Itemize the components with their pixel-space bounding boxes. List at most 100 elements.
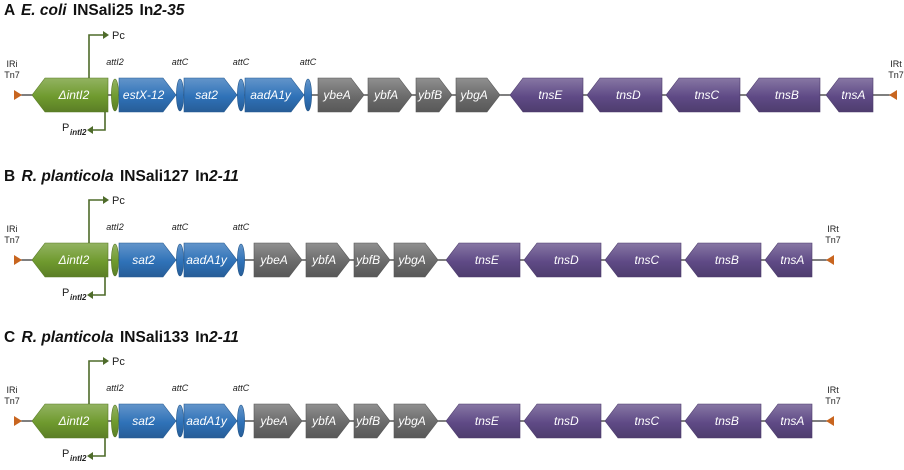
gene-label: sat2 [195, 88, 218, 102]
gene-arrow-tnsa [825, 77, 874, 113]
ir-right-marker-icon [889, 90, 897, 100]
gene-label: tnsA [780, 414, 804, 428]
gene-arrow-inti2 [31, 403, 109, 439]
gene-arrow-tnse [509, 77, 584, 113]
panel-c-map: IRiTn7IRtTn7ΔintI2attI2sat2attCaadA1yatt… [4, 356, 841, 463]
gene-arrow-sat2 [118, 242, 177, 278]
ir-left-marker-icon [14, 255, 22, 265]
panel-b-element: INSali127 [119, 168, 189, 185]
panel-b-title: B R. planticola INSali127 In2-11 [4, 168, 239, 186]
panel-c-integron-num: 2-11 [209, 329, 239, 346]
gene-arrow-ybfb [415, 77, 453, 113]
gene-label: tnsC [635, 253, 660, 267]
promoter-pinti2-arrow-icon [93, 112, 106, 131]
gene-arrow-ybfb [353, 242, 391, 278]
gene-label: sat2 [132, 414, 155, 428]
ir-right-label: IRt [827, 224, 839, 234]
panel-b-integron-num: 2-11 [209, 168, 239, 185]
gene-label: tnsE [475, 414, 500, 428]
gene-arrow-tnsd [523, 242, 602, 278]
gene-label: aadA1y [186, 414, 228, 428]
recombination-site-attc [176, 243, 184, 277]
gene-label: tnsE [538, 88, 563, 102]
gene-arrow-tnsb [684, 242, 762, 278]
recombination-site-attc [237, 78, 245, 112]
gene-label: ybfA [311, 414, 336, 428]
gene-label: aadA1y [250, 88, 292, 102]
gene-arrow-tnsa [764, 242, 813, 278]
panel-a-title: A E. coli INSali25 In2-35 [4, 2, 184, 20]
gene-arrow-aada1y [183, 403, 238, 439]
ir-left-label: IRi [7, 385, 18, 395]
promoter-pinti2-subscript: intI2 [70, 454, 87, 463]
recombination-site-attc [237, 404, 245, 438]
promoter-pinti2-arrow-icon [93, 277, 106, 296]
ir-right-transposon-label: Tn7 [888, 70, 904, 80]
promoter-pc-arrowhead-icon [103, 357, 109, 365]
promoter-pc-arrow-icon [88, 34, 103, 78]
gene-arrow-tnsb [745, 77, 821, 113]
ir-right-label: IRt [827, 385, 839, 395]
gene-arrow-sat2 [183, 77, 238, 113]
panel-a-organism: E. coli [20, 2, 67, 19]
gene-label: ΔintI2 [58, 88, 90, 102]
panel-c-title: C R. planticola INSali133 In2-11 [4, 329, 239, 347]
gene-arrow-tnse [445, 403, 521, 439]
promoter-pinti2-arrowhead-icon [87, 291, 93, 299]
site-label: attC [172, 383, 189, 393]
promoter-pc-arrow-icon [88, 199, 103, 243]
ir-left-marker-icon [14, 416, 22, 426]
promoter-pinti2-arrowhead-icon [87, 126, 93, 134]
gene-arrow-ybfa [367, 77, 413, 113]
gene-arrow-tnsc [665, 77, 741, 113]
recombination-site-atti2 [111, 404, 119, 438]
gene-arrow-sat2 [118, 403, 177, 439]
gene-label: ybfA [373, 88, 398, 102]
gene-label: tnsC [635, 414, 660, 428]
gene-label: tnsD [554, 253, 579, 267]
recombination-site-attc [237, 243, 245, 277]
gene-label: ybfB [355, 253, 380, 267]
promoter-pc-label: Pc [112, 30, 125, 42]
gene-label: ybeA [322, 88, 350, 102]
site-label: attI2 [106, 383, 124, 393]
gene-label: tnsC [695, 88, 720, 102]
promoter-pc-arrow-icon [88, 360, 103, 404]
ir-left-transposon-label: Tn7 [4, 235, 20, 245]
panel-c-element: INSali133 [119, 329, 189, 346]
ir-left-label: IRi [7, 59, 18, 69]
recombination-site-atti2 [111, 243, 119, 277]
gene-label: ΔintI2 [58, 253, 90, 267]
gene-arrow-ybfa [305, 403, 351, 439]
gene-label: tnsB [715, 414, 739, 428]
gene-label: tnsA [780, 253, 804, 267]
gene-arrow-aada1y [183, 242, 238, 278]
gene-label: tnsB [715, 253, 739, 267]
panel-c-integron-prefix: In [195, 329, 210, 346]
panel-a-integron-prefix: In [139, 2, 154, 19]
panel-a-map: IRiTn7IRtTn7ΔintI2attI2estX-12attCsat2at… [4, 30, 904, 137]
ir-right-label: IRt [890, 59, 902, 69]
gene-label: tnsB [775, 88, 799, 102]
ir-right-transposon-label: Tn7 [825, 396, 841, 406]
gene-arrow-aada1y [244, 77, 305, 113]
site-label: attC [172, 57, 189, 67]
promoter-pc-label: Pc [112, 356, 125, 368]
gene-label: ybgA [397, 253, 425, 267]
ir-right-marker-icon [826, 416, 834, 426]
gene-arrow-tnsa [764, 403, 813, 439]
gene-arrow-ybfa [305, 242, 351, 278]
gene-label: tnsA [841, 88, 865, 102]
gene-label: ybgA [459, 88, 487, 102]
recombination-site-attc [176, 78, 184, 112]
site-label: attI2 [106, 222, 124, 232]
gene-label: ybgA [397, 414, 425, 428]
ir-left-marker-icon [14, 90, 22, 100]
panel-a-letter: A [4, 2, 15, 19]
promoter-pinti2-label: P [62, 287, 69, 299]
recombination-site-attc [176, 404, 184, 438]
site-label: attC [233, 57, 250, 67]
gene-label: ybeA [259, 414, 287, 428]
gene-label: estX-12 [123, 88, 165, 102]
